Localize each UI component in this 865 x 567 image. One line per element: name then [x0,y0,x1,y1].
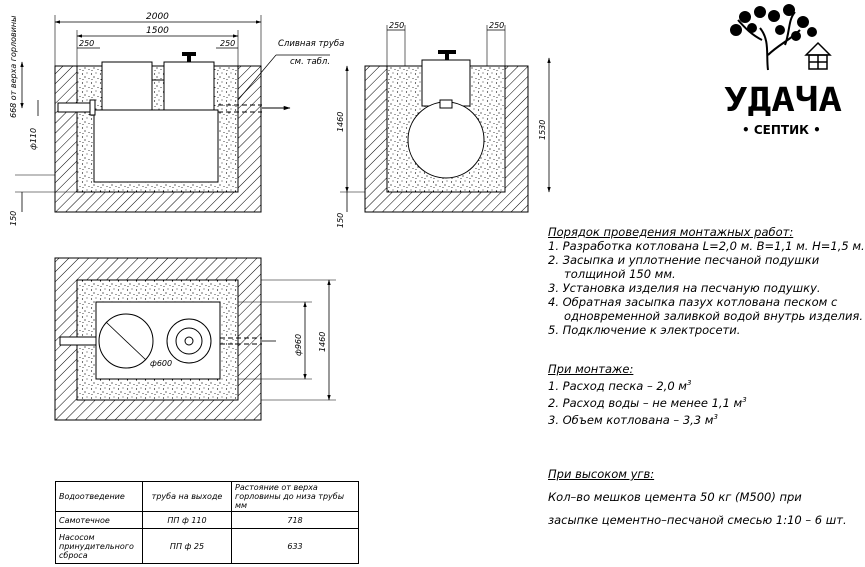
plan-view: ф600 ф960 1460 [54,257,336,421]
mount-title: При монтаже: [548,362,634,376]
dim-plan-d600: ф600 [150,359,172,368]
callout-see-table: см. табл. [290,57,330,67]
unit-sup: 3 [742,395,747,404]
udacha-logo: УДАЧА • СЕПТИК • [724,4,842,137]
table-row: Самотечное ПП ф 110 718 [55,511,359,529]
mount-item: 3. Объем котлована – 3,3 м [548,412,714,427]
dim-margin-right: 250 [220,39,235,48]
note-item: толщиной 150 мм. [564,267,676,281]
unit-sup: 3 [713,412,718,421]
mounting-notes: При монтаже: 1. Расход песка – 2,0 м3 2.… [548,362,747,426]
table-header: Растояние от верха горловины до низа тру… [231,481,359,512]
unit-sup: 3 [686,379,692,387]
table-cell: 633 [231,528,359,564]
notes-title: Порядок проведения монтажных работ: [548,225,794,239]
note-item: 2. Засыпка и уплотнение песчаной подушки [548,253,820,267]
side-section-view: 250 250 1460 1530 150 [336,21,551,228]
dim-side-1460: 1460 [336,112,345,132]
high-groundwater-notes: При высоком угв: Кол–во мешков цемента 5… [548,463,847,532]
note-item: 4. Обратная засыпка пазух котлована песк… [548,295,838,309]
table-header: труба на выходе [142,481,232,512]
dim-depth-top: 668 от верха горловины [9,16,18,118]
dim-plan-d960: ф960 [294,334,303,356]
table-cell: ПП ф 25 [142,528,232,564]
logo-brand: УДАЧА [724,80,842,119]
table-cell: Самотечное [55,511,143,529]
table-header-row: Водоотведение труба на выходе Растояние … [55,481,359,512]
tree-icon [730,4,817,71]
note-item: 5. Подключение к электросети. [548,323,741,337]
table-cell: 718 [231,511,359,529]
dim-inner-width: 1500 [146,26,169,36]
dim-side-margin-left: 250 [389,21,404,30]
dim-top-width: 2000 [146,12,169,22]
note-item: одновременной заливкой водой внутрь изде… [564,309,863,323]
note-item: 3. Установка изделия на песчаную подушку… [548,281,821,295]
ugv-line: засыпке цементно–песчаной смесью 1:10 – … [548,513,847,527]
table-row: Насосом принудительного сброса ПП ф 25 6… [55,528,359,564]
ugv-line: Кол–во мешков цемента 50 кг (М500) при [548,490,802,504]
installation-notes: Порядок проведения монтажных работ: 1. Р… [548,225,865,337]
dim-pipe-diam: ф110 [29,128,38,150]
dim-plan-1460: 1460 [318,332,327,352]
house-icon [804,41,832,70]
dim-bottom-pad: 150 [9,211,18,226]
table-cell: ПП ф 110 [142,511,232,529]
table-header: Водоотведение [55,481,143,512]
front-section-view: 2000 1500 250 250 668 от верха горловины… [9,12,344,226]
mount-item: 2. Расход воды – не менее 1,1 м [548,395,743,410]
table-cell: Насосом принудительного сброса [55,528,143,564]
drainage-table: Водоотведение труба на выходе Растояние … [55,481,359,564]
dim-side-bottom-150: 150 [336,213,345,228]
dim-margin-left: 250 [79,39,94,48]
ugv-title: При высоком угв: [548,467,655,481]
logo-subtitle: • СЕПТИК • [742,123,821,137]
mount-item: 1. Расход песка – 2,0 м [548,378,687,393]
callout-drain-pipe: Сливная труба [278,39,344,49]
note-item: 1. Разработка котлована L=2,0 м. B=1,1 м… [548,239,865,253]
dim-side-margin-right: 250 [489,21,504,30]
dim-side-1530: 1530 [538,120,547,140]
